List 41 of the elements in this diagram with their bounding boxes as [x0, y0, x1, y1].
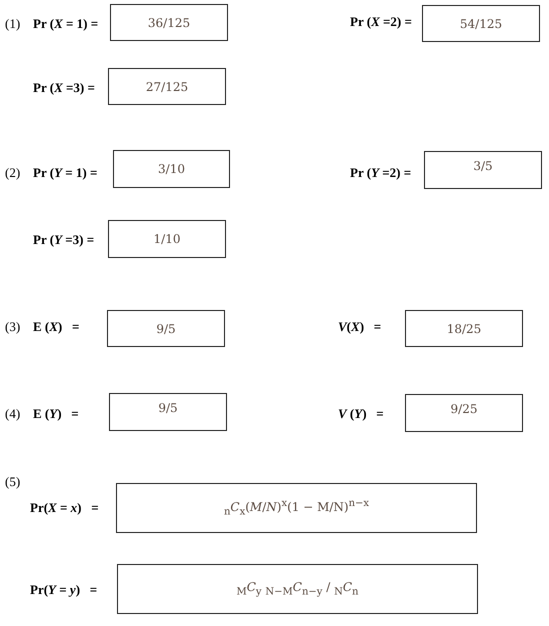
answer-box	[424, 151, 542, 189]
question-expression: E (X) =	[33, 319, 80, 335]
question-expression: Pr(X = x) =	[30, 500, 99, 516]
answer-box	[116, 483, 477, 533]
question-expression: Pr (Y =3) =	[33, 232, 94, 248]
question-expression: E (Y) =	[33, 406, 79, 422]
question-number: (5)	[5, 474, 20, 490]
question-number: (1)	[5, 16, 20, 32]
answer-value: 18/25	[446, 322, 482, 336]
question-expression: Pr (X =2) =	[350, 14, 412, 30]
answer-value: 1/10	[154, 232, 180, 246]
answer-box	[108, 220, 226, 258]
question-expression: V(X) =	[338, 319, 382, 335]
answer-value: 36/125	[148, 16, 190, 30]
question-expression: Pr (X = 1) =	[33, 16, 98, 32]
question-number: (3)	[5, 319, 20, 335]
question-number: (4)	[5, 406, 20, 422]
question-expression: Pr(Y = y) =	[30, 582, 98, 598]
answer-value: 9/5	[158, 401, 178, 415]
answer-box	[113, 150, 230, 188]
answer-value: 3/5	[473, 159, 493, 173]
answer-value: 54/125	[460, 16, 502, 30]
answer-value: 9/25	[450, 402, 478, 416]
answer-value: 3/10	[158, 162, 185, 176]
question-expression: Pr (Y = 1) =	[33, 165, 98, 181]
formula-answer: $_{M}$C$_{y}$ $_{N−M}$C$_{n−y}$ / $_{N}$C$_{n}$	[236, 580, 358, 598]
answer-box	[108, 68, 226, 105]
answer-box	[422, 5, 540, 42]
formula-answer: $_{n}$C$_{x}$(M/N)$^{x}$(1 − M/N)$^{n−x}$	[224, 498, 370, 518]
answer-box	[405, 310, 523, 347]
question-expression: Pr (Y =2) =	[350, 165, 412, 181]
question-expression: V (Y) =	[338, 406, 384, 422]
question-expression: Pr (X =3) =	[33, 80, 95, 96]
answer-value: 27/125	[146, 80, 188, 94]
question-number: (2)	[5, 165, 20, 181]
answer-box	[109, 393, 227, 431]
answer-box	[110, 4, 228, 41]
answer-value: 9/5	[156, 322, 176, 336]
answer-box	[107, 310, 225, 347]
answer-box	[117, 564, 478, 614]
answer-box	[405, 394, 523, 432]
